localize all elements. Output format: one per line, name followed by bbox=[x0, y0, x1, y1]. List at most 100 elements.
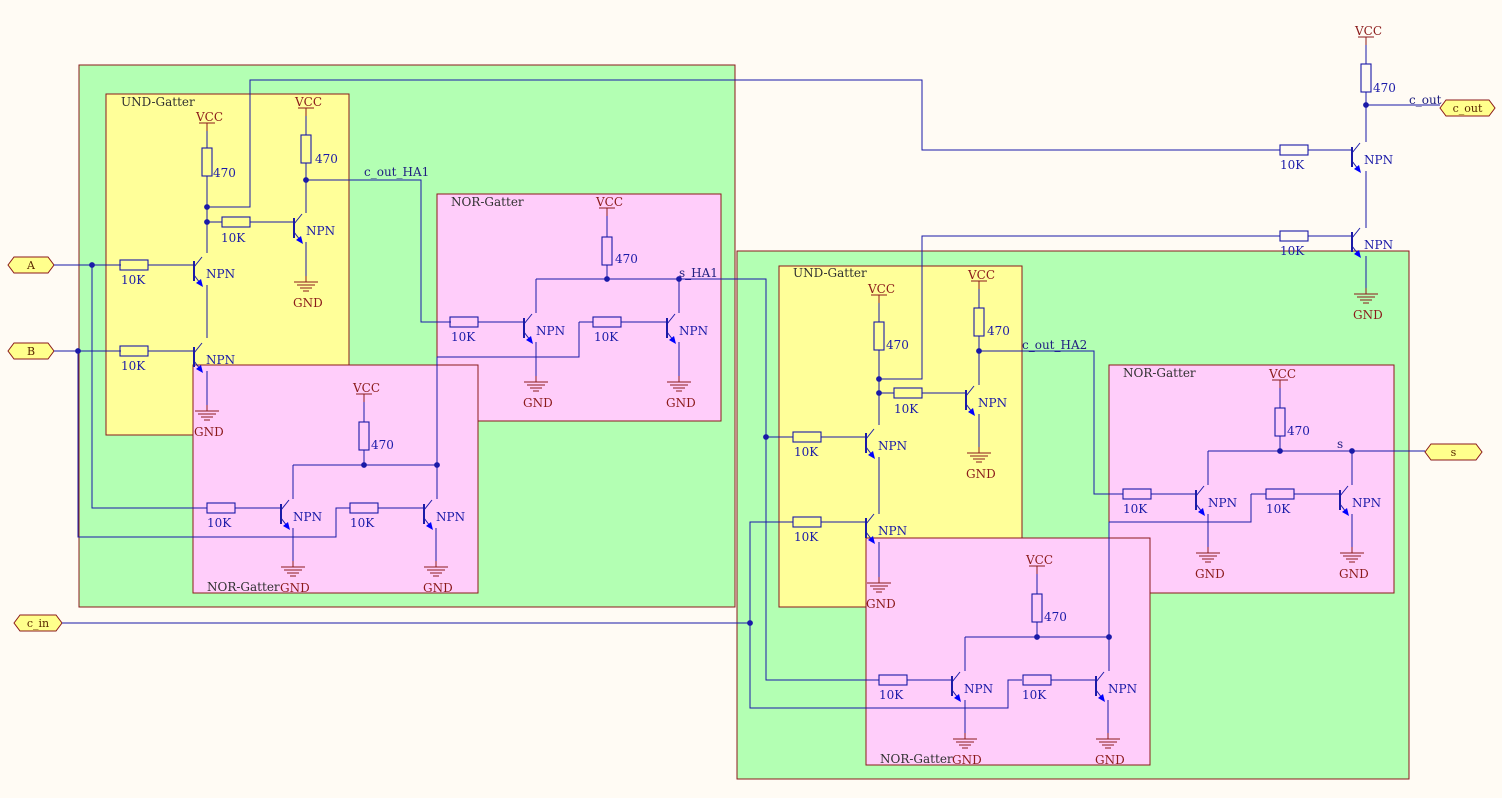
resistor bbox=[449, 316, 479, 328]
resistor bbox=[206, 502, 236, 514]
transistor-label: NPN bbox=[1208, 496, 1237, 510]
port-c-out bbox=[1439, 99, 1496, 117]
transistor-label: NPN bbox=[1364, 238, 1393, 252]
resistor bbox=[873, 321, 885, 351]
nor-gatter-title: NOR-Gatter bbox=[880, 752, 953, 766]
vcc-label: VCC bbox=[294, 95, 322, 109]
resistor bbox=[1022, 674, 1052, 686]
label-10k: 10K bbox=[894, 402, 919, 416]
resistor bbox=[878, 674, 908, 686]
ground-symbol bbox=[424, 561, 448, 577]
ground-symbol bbox=[281, 561, 305, 577]
gnd-label: GND bbox=[293, 296, 323, 310]
transistor-label: NPN bbox=[878, 439, 907, 453]
port-s bbox=[1424, 443, 1483, 461]
label-470: 470 bbox=[886, 338, 909, 352]
net-s: s bbox=[1337, 437, 1343, 451]
npn-transistor bbox=[293, 213, 303, 244]
resistor bbox=[119, 345, 149, 357]
npn-transistor bbox=[193, 256, 203, 287]
resistor bbox=[221, 216, 251, 228]
gnd-label: GND bbox=[194, 425, 224, 439]
transistor-label: NPN bbox=[306, 224, 335, 238]
npn-transistor bbox=[1351, 227, 1361, 258]
gnd-label: GND bbox=[423, 581, 453, 595]
nor-gatter-block-2b bbox=[865, 537, 1151, 766]
label-10k: 10K bbox=[121, 359, 146, 373]
transistor-label: NPN bbox=[206, 353, 235, 367]
nor-gatter-title: NOR-Gatter bbox=[451, 195, 524, 209]
wire bbox=[765, 437, 879, 681]
ground-symbol bbox=[524, 376, 548, 392]
label-470: 470 bbox=[615, 252, 638, 266]
label-10k: 10K bbox=[594, 330, 619, 344]
label-470: 470 bbox=[987, 324, 1010, 338]
transistor-label: NPN bbox=[536, 324, 565, 338]
wire bbox=[879, 235, 1280, 380]
resistor bbox=[792, 431, 822, 443]
npn-transistor bbox=[523, 313, 533, 344]
wire bbox=[91, 265, 207, 509]
ground-symbol bbox=[294, 276, 318, 292]
wire bbox=[437, 322, 580, 358]
gnd-label: GND bbox=[666, 396, 696, 410]
label-10k: 10K bbox=[350, 516, 375, 530]
label-10k: 10K bbox=[879, 688, 904, 702]
wire bbox=[306, 179, 451, 323]
label-10k: 10K bbox=[1022, 688, 1047, 702]
resistor bbox=[1274, 407, 1286, 437]
resistor bbox=[1279, 230, 1309, 242]
net-c-out: c_out bbox=[1409, 93, 1442, 107]
vcc-label: VCC bbox=[595, 195, 623, 209]
label-10k: 10K bbox=[451, 330, 476, 344]
junction-dot bbox=[361, 462, 367, 468]
npn-transistor bbox=[423, 499, 433, 530]
resistor bbox=[358, 421, 370, 451]
label-10k: 10K bbox=[121, 273, 146, 287]
resistor bbox=[601, 236, 613, 266]
resistor bbox=[1122, 488, 1152, 500]
resistor bbox=[592, 316, 622, 328]
transistor-label: NPN bbox=[978, 396, 1007, 410]
transistor-label: NPN bbox=[436, 510, 465, 524]
junction-dot bbox=[1034, 634, 1040, 640]
transistor-label: NPN bbox=[679, 324, 708, 338]
vcc-label: VCC bbox=[967, 268, 995, 282]
port-c-out-label: c_out bbox=[1453, 102, 1483, 115]
nor-gatter-title: NOR-Gatter bbox=[207, 580, 280, 594]
gnd-label: GND bbox=[523, 396, 553, 410]
npn-transistor bbox=[1351, 142, 1361, 173]
und-gatter-title: UND-Gatter bbox=[793, 266, 867, 280]
ground-symbol bbox=[1354, 288, 1378, 304]
label-10k: 10K bbox=[221, 231, 246, 245]
ground-symbol bbox=[1340, 547, 1364, 563]
label-10k: 10K bbox=[794, 445, 819, 459]
junction-dot bbox=[604, 276, 610, 282]
label-470: 470 bbox=[1044, 610, 1067, 624]
vcc-label: VCC bbox=[195, 110, 223, 124]
label-10k: 10K bbox=[1123, 502, 1148, 516]
junction-dot bbox=[1277, 448, 1283, 454]
label-470: 470 bbox=[371, 438, 394, 452]
net-s-ha1: s_HA1 bbox=[679, 266, 718, 280]
net-c-out-ha1: c_out_HA1 bbox=[364, 165, 429, 179]
transistor-label: NPN bbox=[964, 682, 993, 696]
transistor-label: NPN bbox=[878, 524, 907, 538]
resistor bbox=[1360, 63, 1372, 93]
resistor bbox=[792, 516, 822, 528]
ground-symbol bbox=[967, 447, 991, 463]
gnd-label: GND bbox=[280, 581, 310, 595]
port-s-label: s bbox=[1451, 446, 1457, 459]
npn-transistor bbox=[1195, 485, 1205, 516]
label-10k: 10K bbox=[1266, 502, 1291, 516]
nor-gatter-title: NOR-Gatter bbox=[1123, 366, 1196, 380]
transistor-label: NPN bbox=[206, 267, 235, 281]
npn-transistor bbox=[1095, 671, 1105, 702]
ground-symbol bbox=[953, 733, 977, 749]
transistor-label: NPN bbox=[1364, 153, 1393, 167]
npn-transistor bbox=[965, 385, 975, 416]
gnd-label: GND bbox=[866, 597, 896, 611]
wire bbox=[736, 278, 793, 438]
